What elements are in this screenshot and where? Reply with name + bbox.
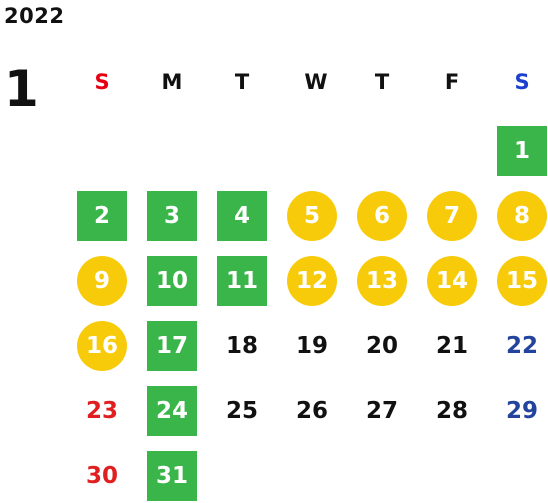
day-cell-31[interactable]: 31: [147, 451, 197, 501]
day-cell-23[interactable]: 23: [85, 398, 118, 424]
day-cell-12[interactable]: 12: [287, 256, 337, 306]
day-cell-16[interactable]: 16: [77, 321, 127, 371]
day-cell-27[interactable]: 27: [365, 398, 398, 424]
day-cell-30[interactable]: 30: [85, 463, 118, 489]
month-number: 1: [4, 60, 39, 118]
day-cell-8[interactable]: 8: [497, 191, 547, 241]
day-cell-18[interactable]: 18: [225, 333, 258, 359]
year-label: 2022: [4, 4, 65, 28]
day-cell-20[interactable]: 20: [365, 333, 398, 359]
day-cell-9[interactable]: 9: [77, 256, 127, 306]
day-cell-28[interactable]: 28: [435, 398, 468, 424]
weekday-thursday: T: [374, 70, 390, 94]
weekday-tuesday: T: [234, 70, 250, 94]
day-cell-10[interactable]: 10: [147, 256, 197, 306]
weekday-wednesday: W: [304, 70, 328, 94]
day-cell-19[interactable]: 19: [295, 333, 328, 359]
weekday-friday: F: [444, 70, 460, 94]
day-cell-24[interactable]: 24: [147, 386, 197, 436]
day-cell-11[interactable]: 11: [217, 256, 267, 306]
day-cell-29[interactable]: 29: [505, 398, 538, 424]
day-cell-2[interactable]: 2: [77, 191, 127, 241]
day-cell-1[interactable]: 1: [497, 126, 547, 176]
weekday-saturday: S: [514, 70, 530, 94]
day-cell-14[interactable]: 14: [427, 256, 477, 306]
day-cell-7[interactable]: 7: [427, 191, 477, 241]
day-cell-17[interactable]: 17: [147, 321, 197, 371]
day-cell-6[interactable]: 6: [357, 191, 407, 241]
day-cell-22[interactable]: 22: [505, 333, 538, 359]
day-cell-21[interactable]: 21: [435, 333, 468, 359]
day-cell-4[interactable]: 4: [217, 191, 267, 241]
weekday-sunday: S: [94, 70, 110, 94]
day-cell-26[interactable]: 26: [295, 398, 328, 424]
day-cell-25[interactable]: 25: [225, 398, 258, 424]
day-cell-5[interactable]: 5: [287, 191, 337, 241]
day-cell-3[interactable]: 3: [147, 191, 197, 241]
weekday-monday: M: [161, 70, 183, 94]
day-cell-15[interactable]: 15: [497, 256, 547, 306]
day-cell-13[interactable]: 13: [357, 256, 407, 306]
